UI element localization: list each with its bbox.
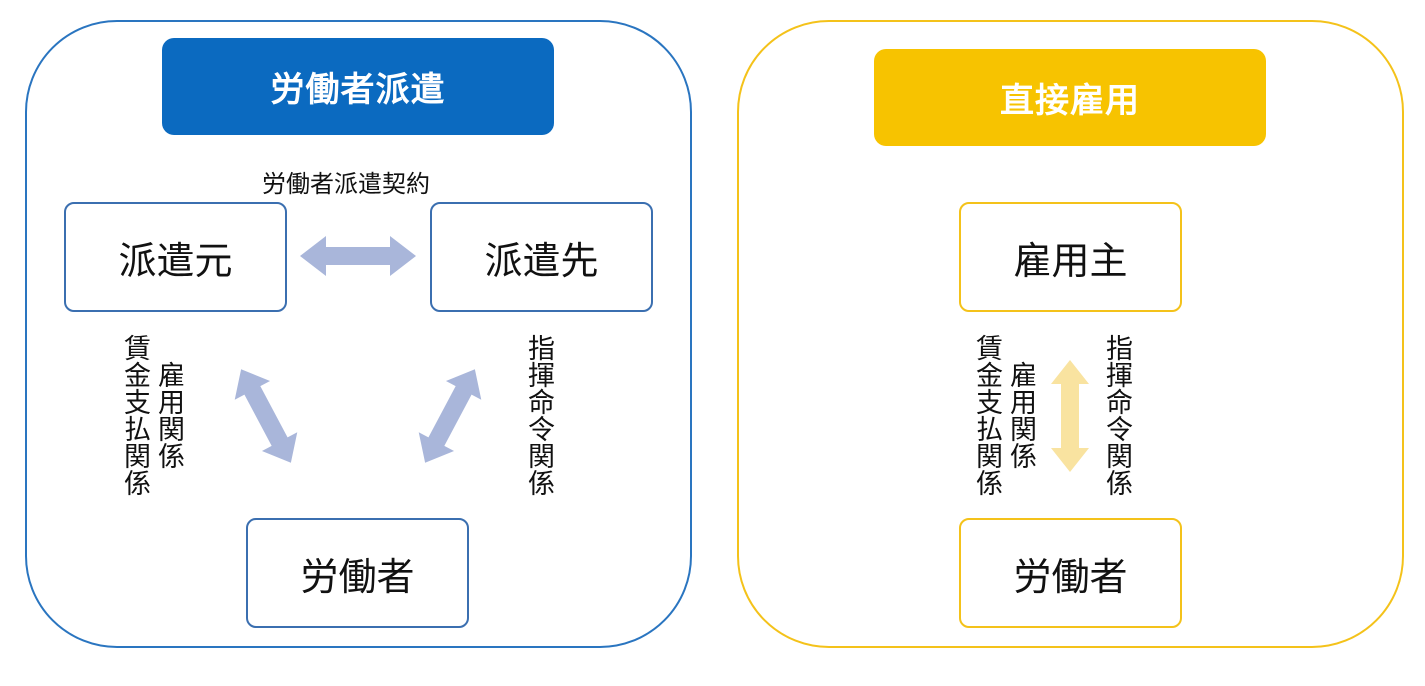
dispatch-worker-node: 労働者: [246, 518, 469, 628]
dispatch-worker-label: 労働者: [300, 554, 415, 599]
direct-employment-relation-label: 雇用関係: [1005, 361, 1036, 469]
direct-worker-label: 労働者: [1013, 554, 1128, 599]
direct-worker-node: 労働者: [959, 518, 1182, 628]
employer-label: 雇用主: [1013, 238, 1128, 283]
dispatch-command-relation-label: 指揮命令関係: [523, 334, 554, 496]
dispatcher-node: 派遣元: [64, 202, 287, 312]
dispatch-contract-label: 労働者派遣契約: [262, 170, 430, 198]
direct-employment-header: 直接雇用: [874, 49, 1266, 146]
dispatch-wage-relation-label: 賃金支払関係: [119, 334, 150, 496]
client-node: 派遣先: [430, 202, 653, 312]
direct-command-relation-label: 指揮命令関係: [1101, 334, 1132, 496]
direct-wage-relation-label: 賃金支払関係: [971, 334, 1002, 496]
dispatch-employment-relation-label: 雇用関係: [153, 361, 184, 469]
employer-node: 雇用主: [959, 202, 1182, 312]
client-label: 派遣先: [484, 238, 599, 283]
dispatch-header: 労働者派遣: [162, 38, 554, 135]
dispatcher-label: 派遣元: [118, 238, 233, 283]
